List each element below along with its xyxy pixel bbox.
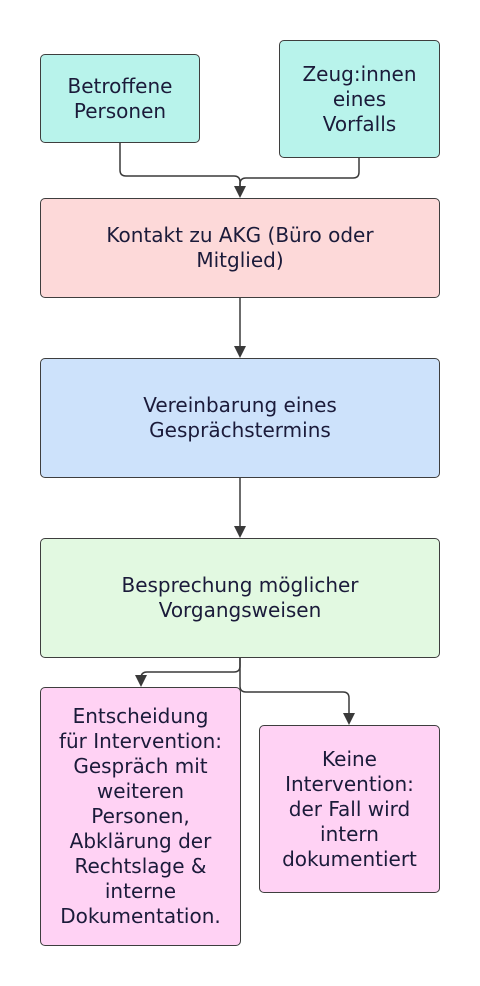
edge-betroffene-to-kontakt [119, 143, 241, 186]
edge-zeuginnen-to-kontakt [239, 158, 360, 186]
node-label: Zeug:innen eines Vorfalls [302, 61, 417, 136]
node-label: Kontakt zu AKG (Büro oder Mitglied) [106, 223, 374, 272]
node-label: Vereinbarung eines Gesprächstermins [143, 393, 337, 442]
node-vereinbarung: Vereinbarung eines Gesprächstermins [40, 358, 440, 478]
node-label: Besprechung möglicher Vorgangsweisen [121, 573, 359, 622]
node-kontakt-akg: Kontakt zu AKG (Büro oder Mitglied) [40, 198, 440, 298]
edge-besprechung-to-intervention [140, 658, 241, 679]
node-besprechung: Besprechung möglicher Vorgangsweisen [40, 538, 440, 658]
node-keine-intervention: Keine Intervention: der Fall wird intern… [259, 725, 440, 893]
arrowhead-intervention [135, 675, 147, 687]
edge-besprechung-to-keine [239, 658, 350, 713]
arrowhead-kontakt [234, 186, 246, 198]
node-label: Keine Intervention: der Fall wird intern… [282, 746, 417, 871]
node-betroffene-personen: Betroffene Personen [40, 54, 200, 143]
arrowhead-vereinbarung [234, 346, 246, 358]
node-intervention: Entscheidung für Intervention: Gespräch … [40, 687, 241, 946]
node-zeuginnen: Zeug:innen eines Vorfalls [279, 40, 440, 158]
arrowhead-keine [343, 713, 355, 725]
arrowhead-besprechung [234, 526, 246, 538]
node-label: Betroffene Personen [67, 73, 173, 123]
node-label: Entscheidung für Intervention: Gespräch … [58, 704, 223, 928]
